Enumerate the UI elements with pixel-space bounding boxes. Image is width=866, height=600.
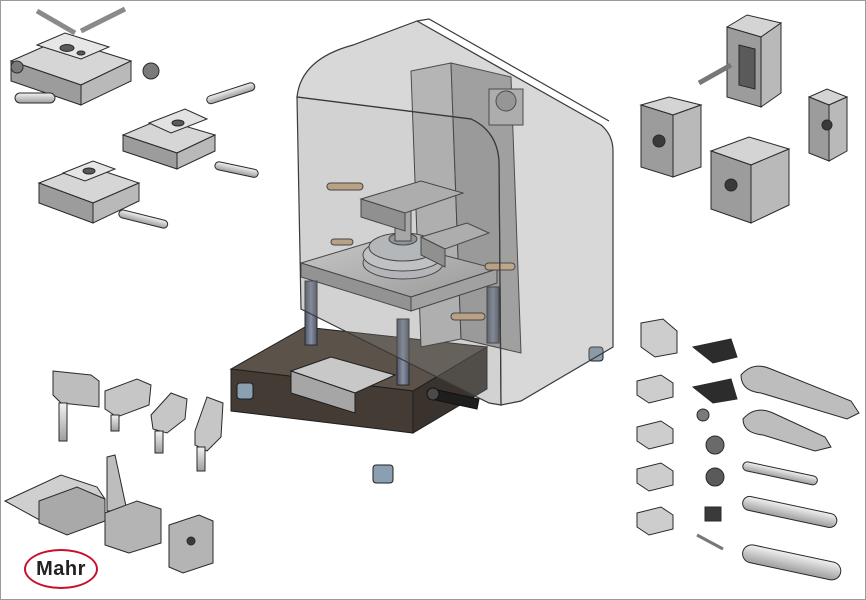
linear-slide-table — [37, 160, 169, 229]
stylus-rods — [742, 461, 842, 581]
measuring-arms — [740, 365, 860, 452]
fixture-block-left — [639, 96, 703, 178]
protective-enclosure — [296, 18, 614, 406]
probe-holders — [326, 180, 516, 321]
cross-slide-table-small — [121, 82, 259, 178]
fixture-block-right — [709, 136, 791, 224]
fixture-block-small — [807, 88, 849, 162]
mahr-logo: Mahr — [24, 549, 98, 589]
probe-holder-set — [52, 370, 224, 472]
probe-tips — [691, 338, 738, 551]
vertical-fixture-block — [697, 14, 783, 108]
logo-text: Mahr — [36, 557, 86, 580]
height-stand-set — [3, 454, 214, 574]
crank-handle — [426, 387, 480, 410]
cross-slide-table-large — [9, 6, 160, 106]
probe-insert-blocks — [636, 318, 678, 536]
